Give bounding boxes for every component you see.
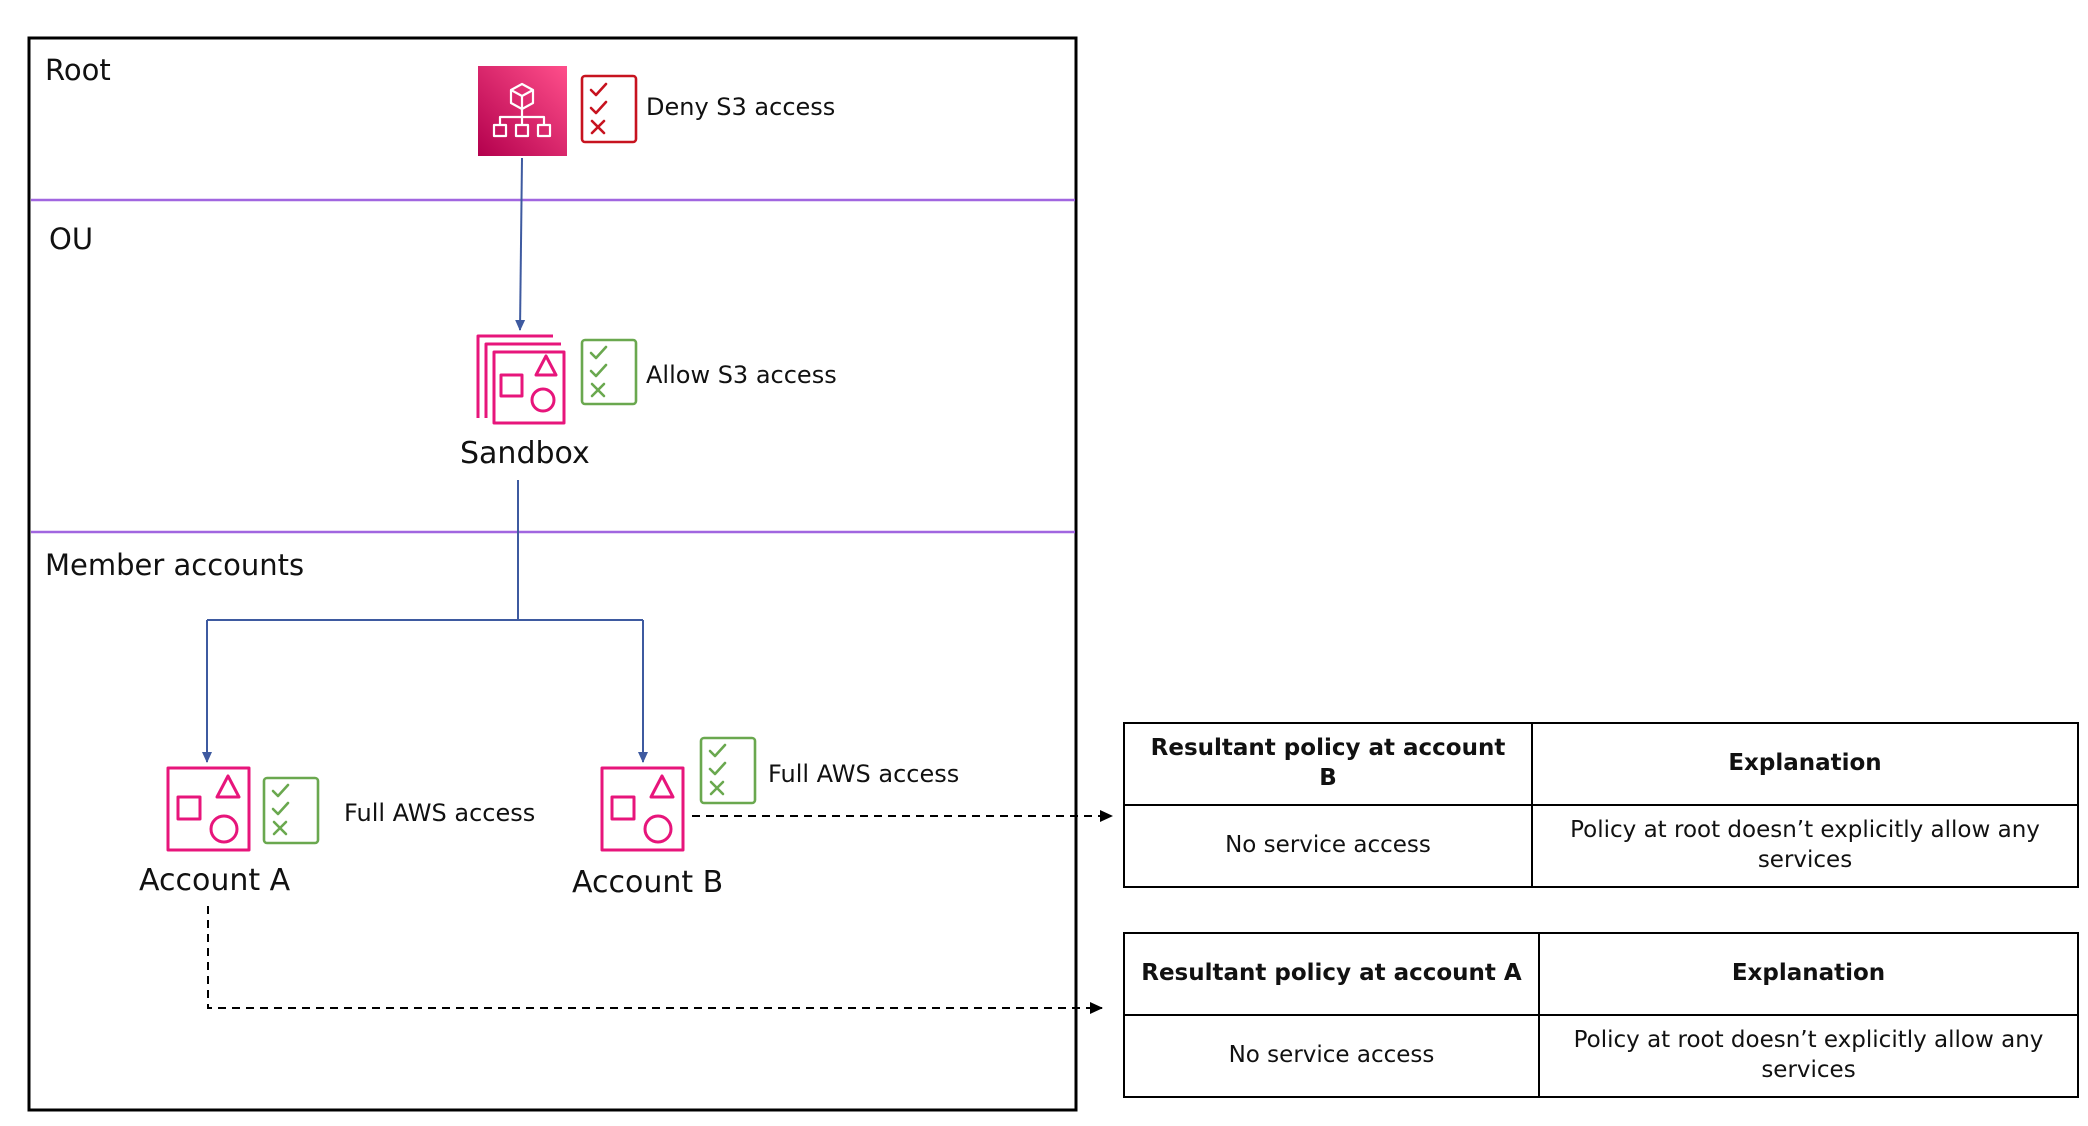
policy-label-account-a: Full AWS access [344,799,536,827]
node-label-sandbox: Sandbox [460,436,590,471]
deny-policy-icon [580,74,638,144]
org-container [27,36,1078,1112]
allow-policy-icon [580,338,638,406]
policy-label-account-b: Full AWS access [768,760,960,788]
policy-label-sandbox: Allow S3 access [646,361,837,389]
table-cell-policy: No service access [1123,1014,1540,1098]
zone-label-ou: OU [49,222,94,256]
dashed-connector-account-a [207,906,1103,1014]
connector-root-sandbox [515,157,526,331]
table-cell-policy: No service access [1123,804,1533,888]
organizations-icon [478,66,567,156]
node-label-account-a: Account A [139,863,291,898]
connector-sandbox-accounts [207,480,643,621]
allow-policy-icon [262,776,320,845]
policy-label-root: Deny S3 access [646,93,836,121]
result-table-account-b: Resultant policy at account B Explanatio… [1123,722,2079,888]
table-header-explanation: Explanation [1531,722,2079,806]
table-header-policy: Resultant policy at account A [1123,932,1540,1016]
table-header-explanation: Explanation [1538,932,2079,1016]
organizational-unit-icon [476,334,566,425]
zone-label-member-accounts: Member accounts [45,548,305,582]
allow-policy-icon [699,736,757,805]
table-cell-explanation: Policy at root doesn’t explicitly allow … [1538,1014,2079,1098]
zone-label-root: Root [45,53,111,87]
table-header-policy: Resultant policy at account B [1123,722,1533,806]
account-icon [600,766,685,852]
account-icon [166,766,251,852]
table-cell-explanation: Policy at root doesn’t explicitly allow … [1531,804,2079,888]
result-table-account-a: Resultant policy at account A Explanatio… [1123,932,2079,1098]
node-label-account-b: Account B [572,865,724,900]
